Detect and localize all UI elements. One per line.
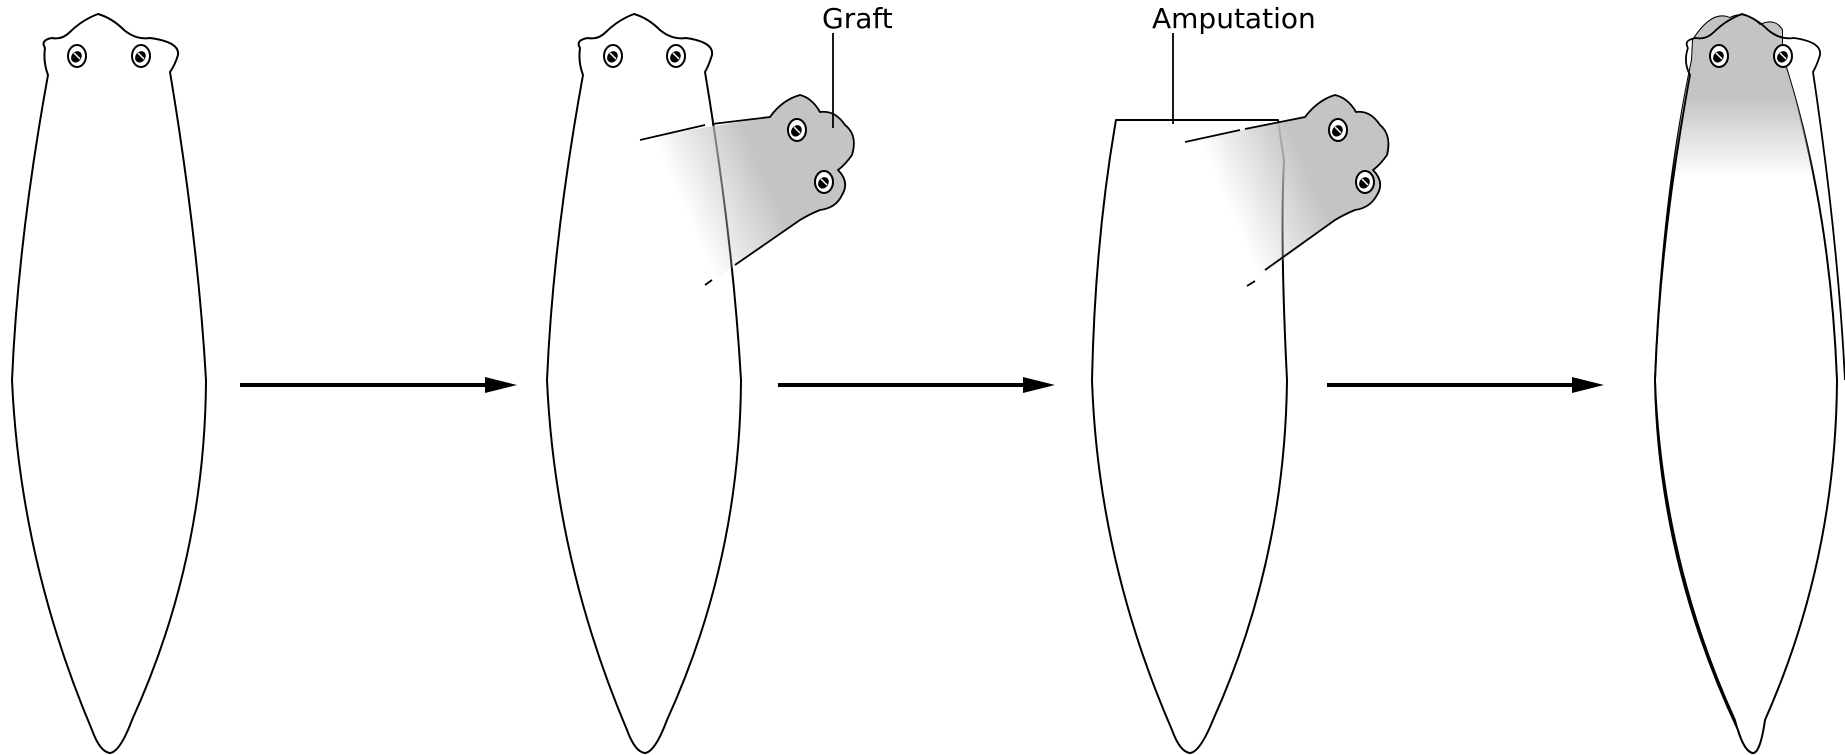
eye-icon [815,171,833,193]
right-arrow-icon [1327,377,1604,393]
right-arrow-icon [240,377,517,393]
eye-icon [1356,171,1374,193]
eye-icon [604,45,622,67]
regenerated-head-shading [1640,0,1845,178]
eye-icon [667,45,685,67]
graft-label: Graft [822,2,893,35]
eye-icon [132,45,150,67]
planarian-body-outline [12,14,206,753]
eye-icon [788,119,806,141]
amputation-label: Amputation [1152,2,1316,35]
eye-icon [68,45,86,67]
planarian-stage-4 [1640,0,1845,753]
host-body-outline [547,14,741,753]
eye-icon [1329,119,1347,141]
graft-label-group: Graft [822,2,893,128]
eye-icon [1710,45,1728,67]
amputation-label-group: Amputation [1152,2,1316,124]
right-arrow-icon [778,377,1055,393]
planarian-stage-1 [12,14,206,753]
planarian-stage-3 [1092,95,1388,753]
eye-icon [1774,45,1792,67]
